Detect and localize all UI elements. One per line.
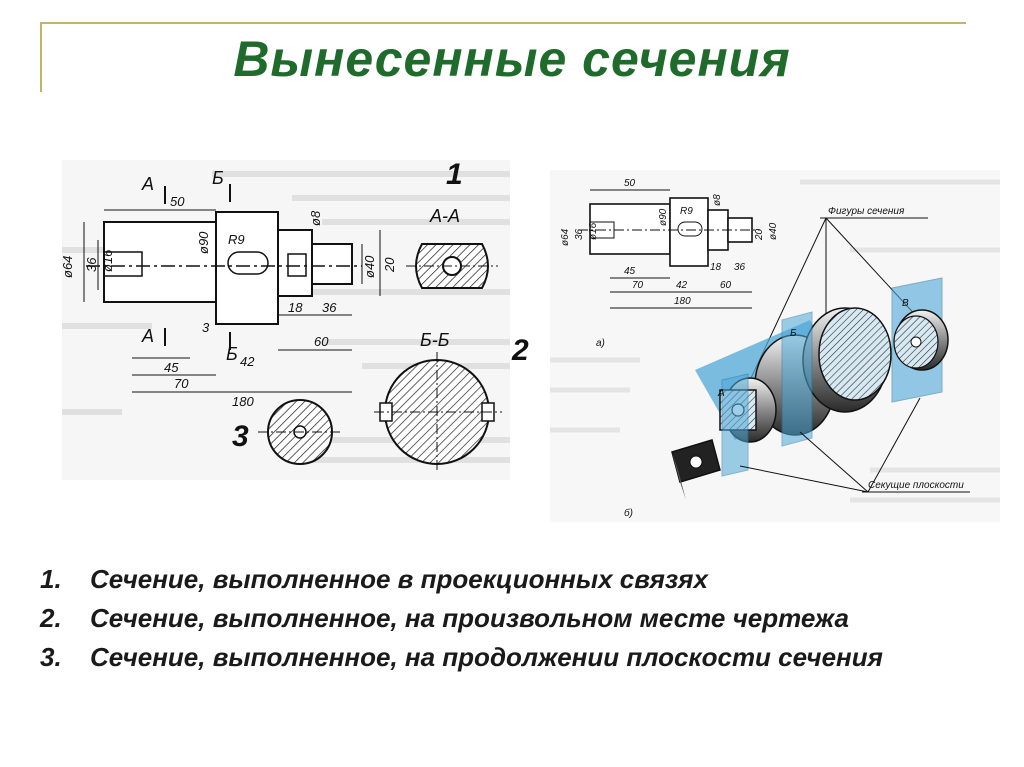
r-dim-36b: 36: [734, 262, 746, 273]
page-title: Вынесенные сечения: [233, 31, 791, 87]
label-figures: Фигуры сечения: [828, 206, 905, 217]
r-dim-18: 18: [710, 262, 722, 273]
r-dim-16: ø16: [588, 222, 599, 240]
dim-70: 70: [174, 376, 189, 391]
dim-90: ø90: [196, 231, 211, 254]
r-dim-8: ø8: [712, 194, 723, 206]
dim-42: 42: [240, 354, 255, 369]
dim-8: ø8: [308, 210, 323, 226]
list-item: 3. Сечение, выполненное, на продолжении …: [40, 638, 1000, 677]
sub-label-a: а): [596, 338, 605, 349]
drawing-right: 50 ø64 36 ø16 R9 ø90 ø8 20 ø40 45 70 42 …: [550, 170, 1000, 522]
dim-20: 20: [382, 257, 397, 273]
marker-b-bottom: Б: [226, 344, 238, 364]
list-item-text: Сечение, выполненное, на произвольном ме…: [90, 603, 849, 633]
dim-45: 45: [164, 360, 179, 375]
dim-16: ø16: [100, 249, 115, 272]
dim-180: 180: [232, 394, 254, 409]
list-item-text: Сечение, выполненное в проекционных связ…: [90, 564, 708, 594]
frame-left-line: [40, 22, 42, 92]
dim-36b: 36: [322, 300, 337, 315]
section-bb-label: Б-Б: [420, 330, 450, 350]
marker-a-top: А: [141, 174, 154, 194]
list-item-text: Сечение, выполненное, на продолжении пло…: [90, 642, 883, 672]
list-item: 2. Сечение, выполненное, на произвольном…: [40, 599, 1000, 638]
square-section-figure: [671, 439, 721, 500]
label-planes: Секущие плоскости: [868, 480, 964, 491]
r-dim-42: 42: [676, 280, 688, 291]
dim-3: 3: [202, 320, 210, 335]
section-3-figure: [258, 399, 342, 465]
r-dim-50: 50: [624, 178, 636, 189]
r-dim-90: ø90: [658, 208, 669, 226]
dim-18: 18: [288, 300, 303, 315]
plane-v-label: В: [902, 298, 909, 309]
dim-60: 60: [314, 334, 329, 349]
list-item-number: 1.: [40, 564, 62, 594]
drawing-left: А А Б Б 50 ø64 36 ø16 R9 ø90 ø8 ø40 20 3…: [62, 160, 510, 480]
r-dim-60: 60: [720, 280, 732, 291]
plane-b-label: Б: [790, 328, 797, 339]
r-dim-40: ø40: [768, 222, 779, 240]
list-item-number: 3.: [40, 642, 62, 672]
list-item-number: 2.: [40, 603, 62, 633]
section-aa-label: А-А: [429, 206, 460, 226]
dim-36: 36: [84, 257, 99, 272]
section-aa-figure: [406, 243, 498, 289]
plane-a-label: А: [717, 388, 725, 399]
r-dim-r9: R9: [680, 206, 693, 217]
section-bb-figure: [374, 352, 502, 472]
dim-50: 50: [170, 194, 185, 209]
frame-top-line: [40, 22, 966, 24]
r-dim-36: 36: [574, 228, 585, 240]
definitions-list: 1. Сечение, выполненное в проекционных с…: [40, 560, 1000, 677]
dim-r9: R9: [228, 232, 245, 247]
sub-label-b: б): [624, 507, 633, 519]
callout-3: 3: [232, 420, 249, 453]
dim-40: ø40: [362, 255, 377, 278]
marker-a-bottom: А: [141, 326, 154, 346]
dim-64: ø64: [62, 256, 75, 278]
r-dim-64: ø64: [560, 228, 571, 246]
marker-b-top: Б: [212, 168, 224, 188]
r-dim-20: 20: [754, 228, 765, 241]
callout-2: 2: [512, 334, 529, 367]
r-dim-180: 180: [674, 296, 691, 307]
r-dim-45: 45: [624, 266, 636, 277]
callout-1: 1: [446, 158, 463, 191]
list-item: 1. Сечение, выполненное в проекционных с…: [40, 560, 1000, 599]
r-dim-70: 70: [632, 280, 644, 291]
